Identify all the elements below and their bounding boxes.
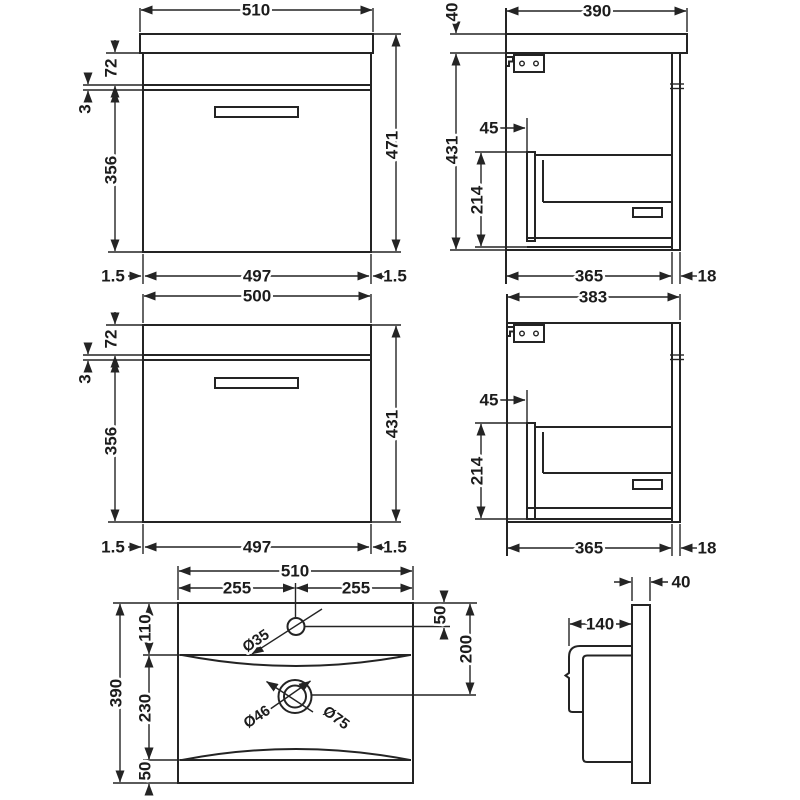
dim-edge-thickness: 40 <box>672 573 691 592</box>
waste-hole-outer <box>277 679 313 714</box>
view-front-carcass: 500 72 3 356 431 497 1.5 <box>73 284 409 559</box>
dim-bowl-depth: 140 <box>586 615 614 634</box>
drawer-handle <box>214 377 299 389</box>
waste-hole-inner <box>283 684 307 709</box>
dim-waste-setback: 200 <box>457 635 476 663</box>
basin-profile-outline <box>563 604 651 784</box>
bracket-screw-hole <box>519 60 526 67</box>
dim-drawer-front-height: 356 <box>102 156 121 184</box>
cabinet-front <box>142 52 372 253</box>
dim-back-ledge: 110 <box>136 614 155 641</box>
side-worktop-dimensions: 390 40 431 45 214 365 18 <box>440 0 719 288</box>
dim-carcass-height: 431 <box>443 136 462 164</box>
basin-front-curve <box>181 748 411 761</box>
dim-wall-offset: 45 <box>480 119 499 138</box>
dim-front-thickness: 18 <box>698 539 717 558</box>
dim-panel-gap: 3 <box>76 374 95 383</box>
cabinet-front <box>142 324 372 523</box>
side-carcass-dimensions: 383 45 214 365 18 <box>465 285 719 560</box>
dim-wall-offset: 45 <box>480 391 499 410</box>
basin-bowl-profile <box>582 654 632 763</box>
dim-overall-width: 500 <box>243 287 271 306</box>
worktop-front <box>139 33 374 54</box>
dim-overall-width: 510 <box>242 1 270 20</box>
basin-front-edge <box>631 604 651 784</box>
dim-edge-gap-left: 1.5 <box>101 267 125 286</box>
front-worktop-dimensions: 510 72 3 356 471 497 1.5 <box>73 0 409 288</box>
bracket-screw-hole <box>519 330 526 337</box>
wall-hanger-hook <box>506 56 514 67</box>
dim-drawer-box-height: 214 <box>468 185 487 214</box>
basin-back-curve <box>181 654 411 667</box>
drawer-handle-side <box>632 207 663 218</box>
drawer-handle-side <box>632 479 663 490</box>
dim-tap-setback: 50 <box>431 606 450 625</box>
drawer-back-panel <box>526 151 536 242</box>
wall-bracket <box>513 54 545 73</box>
dim-front-thickness: 18 <box>698 267 717 286</box>
dim-overall-depth: 390 <box>583 2 611 21</box>
front-carcass-outline <box>142 324 372 523</box>
dim-carcass-depth: 365 <box>575 539 603 558</box>
side-worktop-outline <box>505 8 688 284</box>
dim-bowl-depth: 230 <box>136 694 155 722</box>
dim-drawer-front-width: 497 <box>243 267 271 286</box>
dim-overflow-diameter: Ø75 <box>320 703 353 733</box>
worktop-side <box>505 33 688 54</box>
front-carcass-dimensions: 500 72 3 356 431 497 1.5 <box>73 284 409 559</box>
dim-basin-depth: 390 <box>107 679 126 707</box>
bracket-screw-hole <box>533 330 540 337</box>
dim-tap-centre-right: 255 <box>342 579 370 598</box>
view-front-with-worktop: 510 72 3 356 471 497 1.5 <box>73 0 409 288</box>
dim-panel-gap: 3 <box>76 104 95 113</box>
drawer-back-panel <box>526 422 536 520</box>
dim-worktop-to-drawer: 72 <box>102 59 121 78</box>
dim-edge-gap-left: 1.5 <box>101 538 125 557</box>
bracket-screw-hole <box>533 60 540 67</box>
view-basin-plan: Ø35 Ø46 Ø75 510 255 255 390 <box>104 559 478 796</box>
dim-worktop-thickness: 40 <box>443 3 462 22</box>
wall-bracket <box>513 324 545 343</box>
front-panel-side <box>671 322 681 523</box>
view-basin-profile: 40 140 <box>563 570 693 784</box>
side-carcass-outline <box>506 294 684 556</box>
dim-top-panel-height: 72 <box>102 330 121 349</box>
dim-overall-height: 471 <box>383 131 402 159</box>
dim-tap-centre-left: 255 <box>223 579 251 598</box>
wall-hanger-hook <box>507 326 515 337</box>
dim-drawer-box-height: 214 <box>468 456 487 485</box>
dim-overall-depth: 383 <box>579 288 607 307</box>
drawer-handle <box>214 106 299 118</box>
tap-hole <box>286 617 306 636</box>
view-side-with-worktop: 390 40 431 45 214 365 18 <box>440 0 719 288</box>
front-panel-side <box>671 52 681 251</box>
dim-edge-gap-right: 1.5 <box>383 267 407 286</box>
dim-carcass-depth: 365 <box>575 267 603 286</box>
dim-edge-gap-right: 1.5 <box>383 538 407 557</box>
dim-front-ledge: 50 <box>136 762 155 781</box>
dim-basin-width: 510 <box>281 562 309 581</box>
view-side-carcass: 383 45 214 365 18 <box>465 285 719 560</box>
basin-outline <box>177 602 414 784</box>
dim-drawer-front-width: 497 <box>243 538 271 557</box>
front-worktop-outline <box>139 33 374 253</box>
dim-drawer-front-height: 356 <box>102 427 121 455</box>
dim-waste-diameter: Ø46 <box>240 702 273 732</box>
basin-profile-dimensions: 40 140 <box>568 570 693 646</box>
basin-outer-profile <box>563 645 632 713</box>
dim-carcass-height: 431 <box>383 410 402 438</box>
basin-plan-outline <box>177 602 414 784</box>
